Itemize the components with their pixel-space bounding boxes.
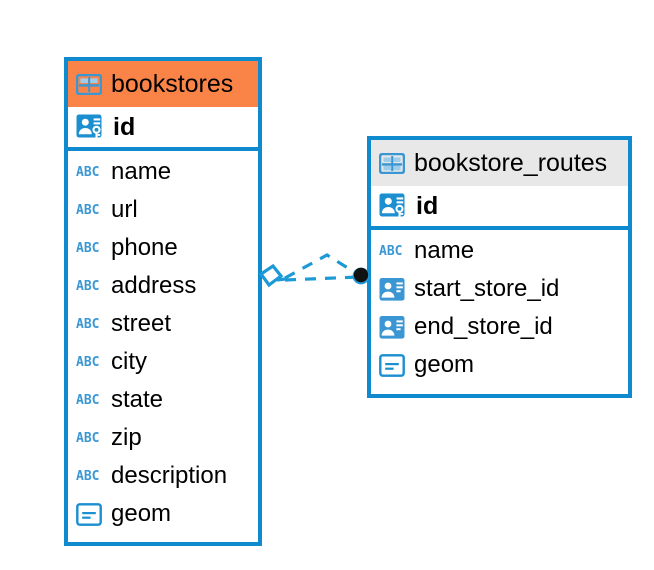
abc-text-icon: ABC	[76, 430, 100, 446]
entity-bookstores[interactable]: bookstores id ABC name ABC url	[64, 57, 262, 546]
field-label-geom: geom	[414, 351, 475, 378]
field-list-bookstore-routes: ABC name start_store_id	[371, 230, 628, 384]
field-row-name[interactable]: ABC name	[371, 232, 628, 270]
field-row-end-store-id[interactable]: end_store_id	[371, 308, 628, 346]
diamond-outline-marker	[258, 263, 286, 288]
foreign-key-icon	[379, 277, 405, 301]
field-row-url[interactable]: ABC url	[68, 191, 258, 229]
relationship-connector[interactable]	[255, 243, 385, 313]
abc-text-icon: ABC	[76, 468, 100, 484]
abc-text-icon: ABC	[76, 240, 100, 256]
field-label-url: url	[111, 196, 138, 223]
primary-key-icon	[379, 193, 405, 218]
field-label-city: city	[111, 348, 147, 375]
field-row-street[interactable]: ABC street	[68, 305, 258, 343]
abc-text-icon: ABC	[76, 354, 100, 370]
entity-bookstore-routes[interactable]: bookstore_routes id ABC name	[367, 136, 632, 398]
field-label-phone: phone	[111, 234, 178, 261]
field-row-primary-key[interactable]: id	[68, 107, 258, 151]
field-label-name: name	[414, 237, 475, 264]
field-list-bookstores: ABC name ABC url ABC phone ABC address A…	[68, 151, 258, 533]
field-label-geom: geom	[111, 500, 172, 527]
abc-text-icon: ABC	[379, 243, 403, 259]
field-row-state[interactable]: ABC state	[68, 381, 258, 419]
abc-text-icon: ABC	[76, 316, 100, 332]
field-label-primary-key: id	[416, 191, 439, 220]
field-label-end-store-id: end_store_id	[414, 313, 553, 340]
field-row-start-store-id[interactable]: start_store_id	[371, 270, 628, 308]
abc-text-icon: ABC	[76, 392, 100, 408]
abc-text-icon: ABC	[76, 202, 100, 218]
field-row-address[interactable]: ABC address	[68, 267, 258, 305]
field-label-start-store-id: start_store_id	[414, 275, 560, 302]
field-row-geom[interactable]: geom	[68, 495, 258, 533]
table-icon	[76, 73, 102, 95]
field-row-phone[interactable]: ABC phone	[68, 229, 258, 267]
entity-title-bookstore-routes: bookstore_routes	[414, 148, 608, 177]
field-label-street: street	[111, 310, 172, 337]
abc-text-icon: ABC	[76, 278, 100, 294]
field-label-description: description	[111, 462, 228, 489]
entity-header-bookstore-routes[interactable]: bookstore_routes	[371, 140, 628, 186]
entity-title-bookstores: bookstores	[111, 69, 234, 98]
abc-text-icon: ABC	[76, 164, 100, 180]
field-label-primary-key: id	[113, 112, 136, 141]
primary-key-icon	[76, 114, 102, 139]
field-row-description[interactable]: ABC description	[68, 457, 258, 495]
field-row-primary-key[interactable]: id	[371, 186, 628, 230]
field-row-city[interactable]: ABC city	[68, 343, 258, 381]
relationship-line-upper	[284, 253, 360, 280]
field-label-zip: zip	[111, 424, 142, 451]
geometry-icon	[379, 353, 405, 377]
relationship-line-lower	[284, 275, 360, 282]
field-row-geom[interactable]: geom	[371, 346, 628, 384]
field-label-address: address	[111, 272, 197, 299]
foreign-key-icon	[379, 315, 405, 339]
table-icon	[379, 152, 405, 174]
geometry-icon	[76, 502, 102, 526]
entity-header-bookstores[interactable]: bookstores	[68, 61, 258, 107]
field-label-state: state	[111, 386, 164, 413]
field-label-name: name	[111, 158, 172, 185]
field-row-zip[interactable]: ABC zip	[68, 419, 258, 457]
field-row-name[interactable]: ABC name	[68, 153, 258, 191]
